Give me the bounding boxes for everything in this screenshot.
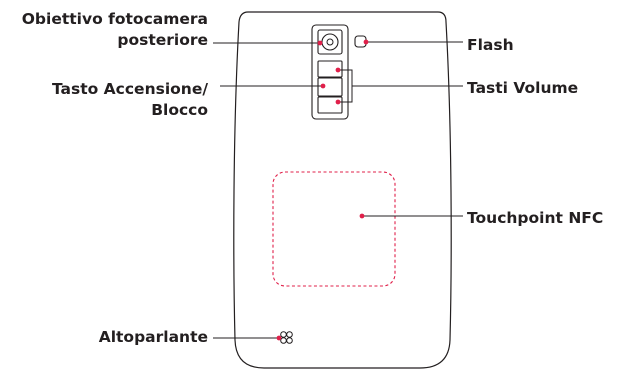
volume-up-key [317, 60, 343, 78]
volume-keys-label: Tasti Volume [467, 79, 579, 97]
phone-body-outline [233, 11, 452, 369]
flash-label: Flash [467, 36, 514, 54]
flash-indicator-dot [363, 39, 369, 45]
volume-down-key [317, 96, 343, 114]
volume-up-indicator-dot [335, 67, 341, 73]
speaker-label: Altoparlante [98, 328, 208, 346]
camera-lens-center [326, 38, 334, 46]
speaker-indicator-dot [276, 335, 282, 341]
camera-lens-label: Obiettivo fotocamera posteriore [22, 9, 208, 51]
nfc-touchpoint-label: Touchpoint NFC [467, 209, 604, 227]
volume-bracket [338, 69, 353, 103]
power-lock-key [317, 77, 343, 97]
power-key-label-line2: Blocco [151, 101, 208, 119]
volume-down-indicator-dot [335, 99, 341, 105]
power-indicator-dot [320, 83, 326, 89]
camera-indicator-dot [317, 40, 323, 46]
power-key-label: Tasto Accensione/ Blocco [52, 79, 208, 121]
nfc-indicator-dot [359, 213, 365, 219]
camera-lens-icon [321, 33, 339, 51]
camera-lens-label-line2: posteriore [117, 31, 208, 49]
power-key-label-line1: Tasto Accensione/ [51, 80, 208, 98]
speaker-icon [280, 331, 293, 344]
camera-module [311, 24, 349, 120]
camera-lens-label-line1: Obiettivo fotocamera [21, 10, 208, 28]
nfc-touchpoint-area [272, 171, 396, 287]
